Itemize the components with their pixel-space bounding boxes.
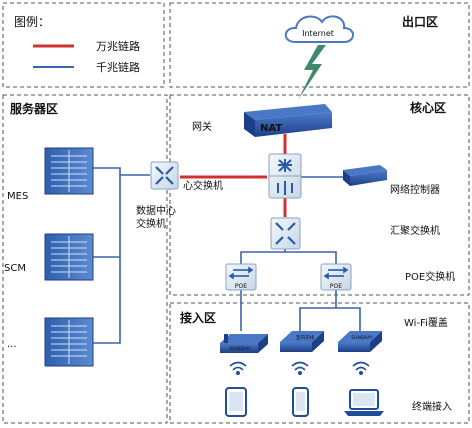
link-agg-to-poe [240, 251, 337, 264]
link-poe2-ap3 [336, 307, 361, 331]
internet-cloud-icon: Internet [284, 15, 354, 43]
legend-box: 图例： 万兆链路 千兆链路 [2, 2, 165, 88]
dc-switch-label-line1: 数据中心 [136, 204, 176, 217]
aggregation-switch-device [270, 217, 301, 250]
lightning-bolt-icon [298, 45, 326, 100]
poe-badge-2: POE [330, 283, 342, 290]
wifi-signal-3-icon [352, 361, 370, 375]
ten-gig-links [180, 134, 287, 217]
server-label-more: ... [7, 339, 17, 350]
access-point-3-device: SUNDRAY [338, 331, 382, 352]
server-zone-frame [2, 94, 168, 424]
link-servers-trunk [92, 167, 121, 344]
core-zone-title: 核心区 [410, 100, 446, 115]
nat-gateway-device: NAT [244, 104, 332, 137]
poe-switch-1-device: POE [225, 263, 257, 291]
poe-switch-2-device: POE [320, 263, 352, 291]
wifi-signal-2-icon [291, 361, 309, 375]
legend-title: 图例： [14, 15, 50, 29]
server-zone-title: 服务器区 [10, 101, 58, 116]
internet-label: Internet [302, 29, 334, 38]
aggregation-switch-label: 汇聚交换机 [390, 224, 440, 237]
nat-badge: NAT [260, 123, 282, 134]
legend-label-ten-gig: 万兆链路 [96, 39, 140, 53]
terminal-access-label: 终端接入 [412, 400, 452, 413]
legend-label-gig: 千兆链路 [96, 60, 140, 74]
ap-1-brand: SUNDRAY [229, 346, 251, 352]
gigabit-links [92, 167, 361, 344]
server-mes-icon [44, 147, 94, 195]
tablet-icon [225, 387, 247, 417]
ap-2-brand: 室内天线 [296, 334, 314, 341]
data-center-switch-device [150, 161, 179, 190]
core-switch-label: 心交换机 [183, 179, 223, 192]
exit-zone-title: 出口区 [402, 14, 438, 29]
link-poe2-ap2 [299, 290, 337, 331]
poe-badge-1: POE [235, 283, 247, 290]
wifi-signal-1-icon [229, 361, 247, 375]
exit-zone-frame [169, 2, 470, 88]
server-other-icon [44, 317, 94, 367]
network-controller-device [343, 165, 387, 186]
network-controller-label: 网络控制器 [390, 183, 440, 196]
wifi-coverage-label: Wi-Fi覆盖 [404, 316, 448, 329]
laptop-icon [344, 389, 384, 416]
access-zone-frame [169, 302, 470, 424]
dc-switch-label-line2: 交换机 [136, 217, 166, 230]
core-switch-device [268, 153, 302, 199]
access-point-1-device: SUNDRAY [220, 334, 268, 353]
wifi-signals [229, 361, 370, 375]
server-scm-icon [44, 233, 94, 281]
smartphone-icon [292, 387, 309, 417]
ap-3-brand: SUNDRAY [351, 335, 373, 341]
server-label-scm: SCM [4, 263, 26, 274]
server-label-mes: MES [7, 191, 28, 202]
core-zone-frame [169, 94, 470, 296]
gateway-label: 网关 [192, 120, 212, 133]
access-point-2-device: 室内天线 [280, 331, 324, 352]
access-zone-title: 接入区 [180, 310, 216, 325]
poe-switch-label: POE交换机 [405, 270, 455, 283]
